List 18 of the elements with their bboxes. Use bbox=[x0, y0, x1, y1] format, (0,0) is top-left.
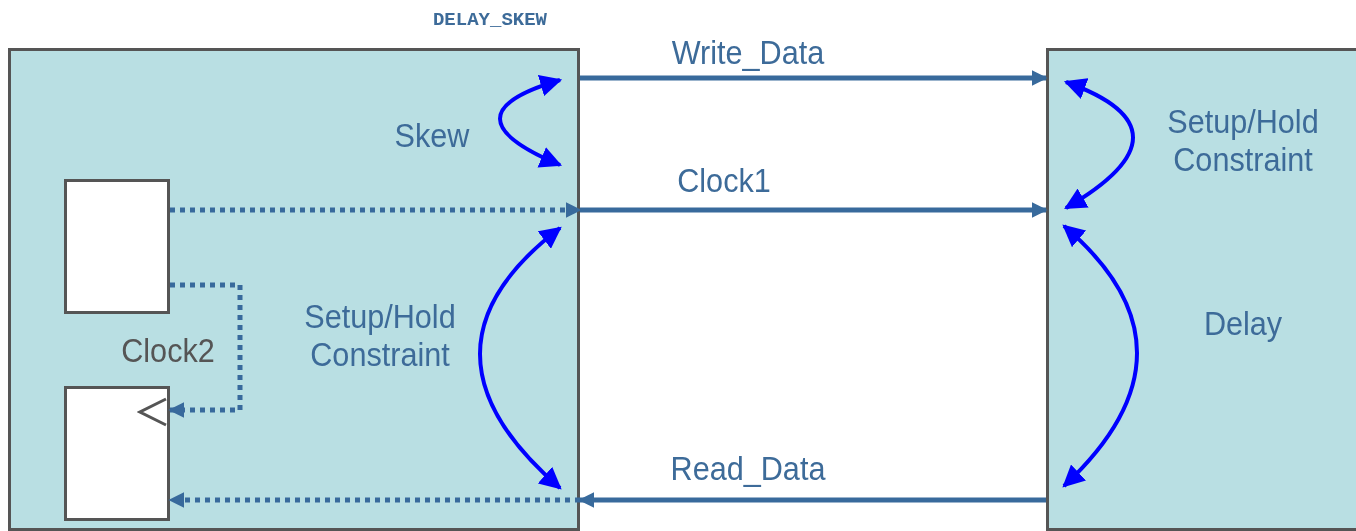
signal-arrow bbox=[580, 70, 1048, 86]
edge-label: Clock1 bbox=[677, 161, 771, 199]
edge-label: Read_Data bbox=[670, 449, 826, 487]
dotted-arrow bbox=[168, 282, 243, 418]
register-box bbox=[64, 179, 170, 314]
annotation-label: Delay bbox=[1202, 304, 1284, 342]
signal-arrow bbox=[578, 492, 1046, 508]
signal-arrow bbox=[580, 202, 1048, 218]
dotted-arrow bbox=[170, 202, 582, 218]
dotted-arrow bbox=[168, 492, 580, 508]
register-box bbox=[64, 386, 170, 521]
annotation-label: Skew bbox=[393, 116, 471, 154]
edge-label: Write_Data bbox=[671, 33, 825, 71]
annotation-label: Setup/Hold Constraint bbox=[1166, 102, 1320, 178]
edge-label: Clock2 bbox=[121, 331, 215, 369]
module-title: DELAY_SKEW bbox=[432, 9, 547, 31]
annotation-label: Setup/Hold Constraint bbox=[303, 297, 457, 373]
module-box bbox=[1046, 48, 1356, 531]
